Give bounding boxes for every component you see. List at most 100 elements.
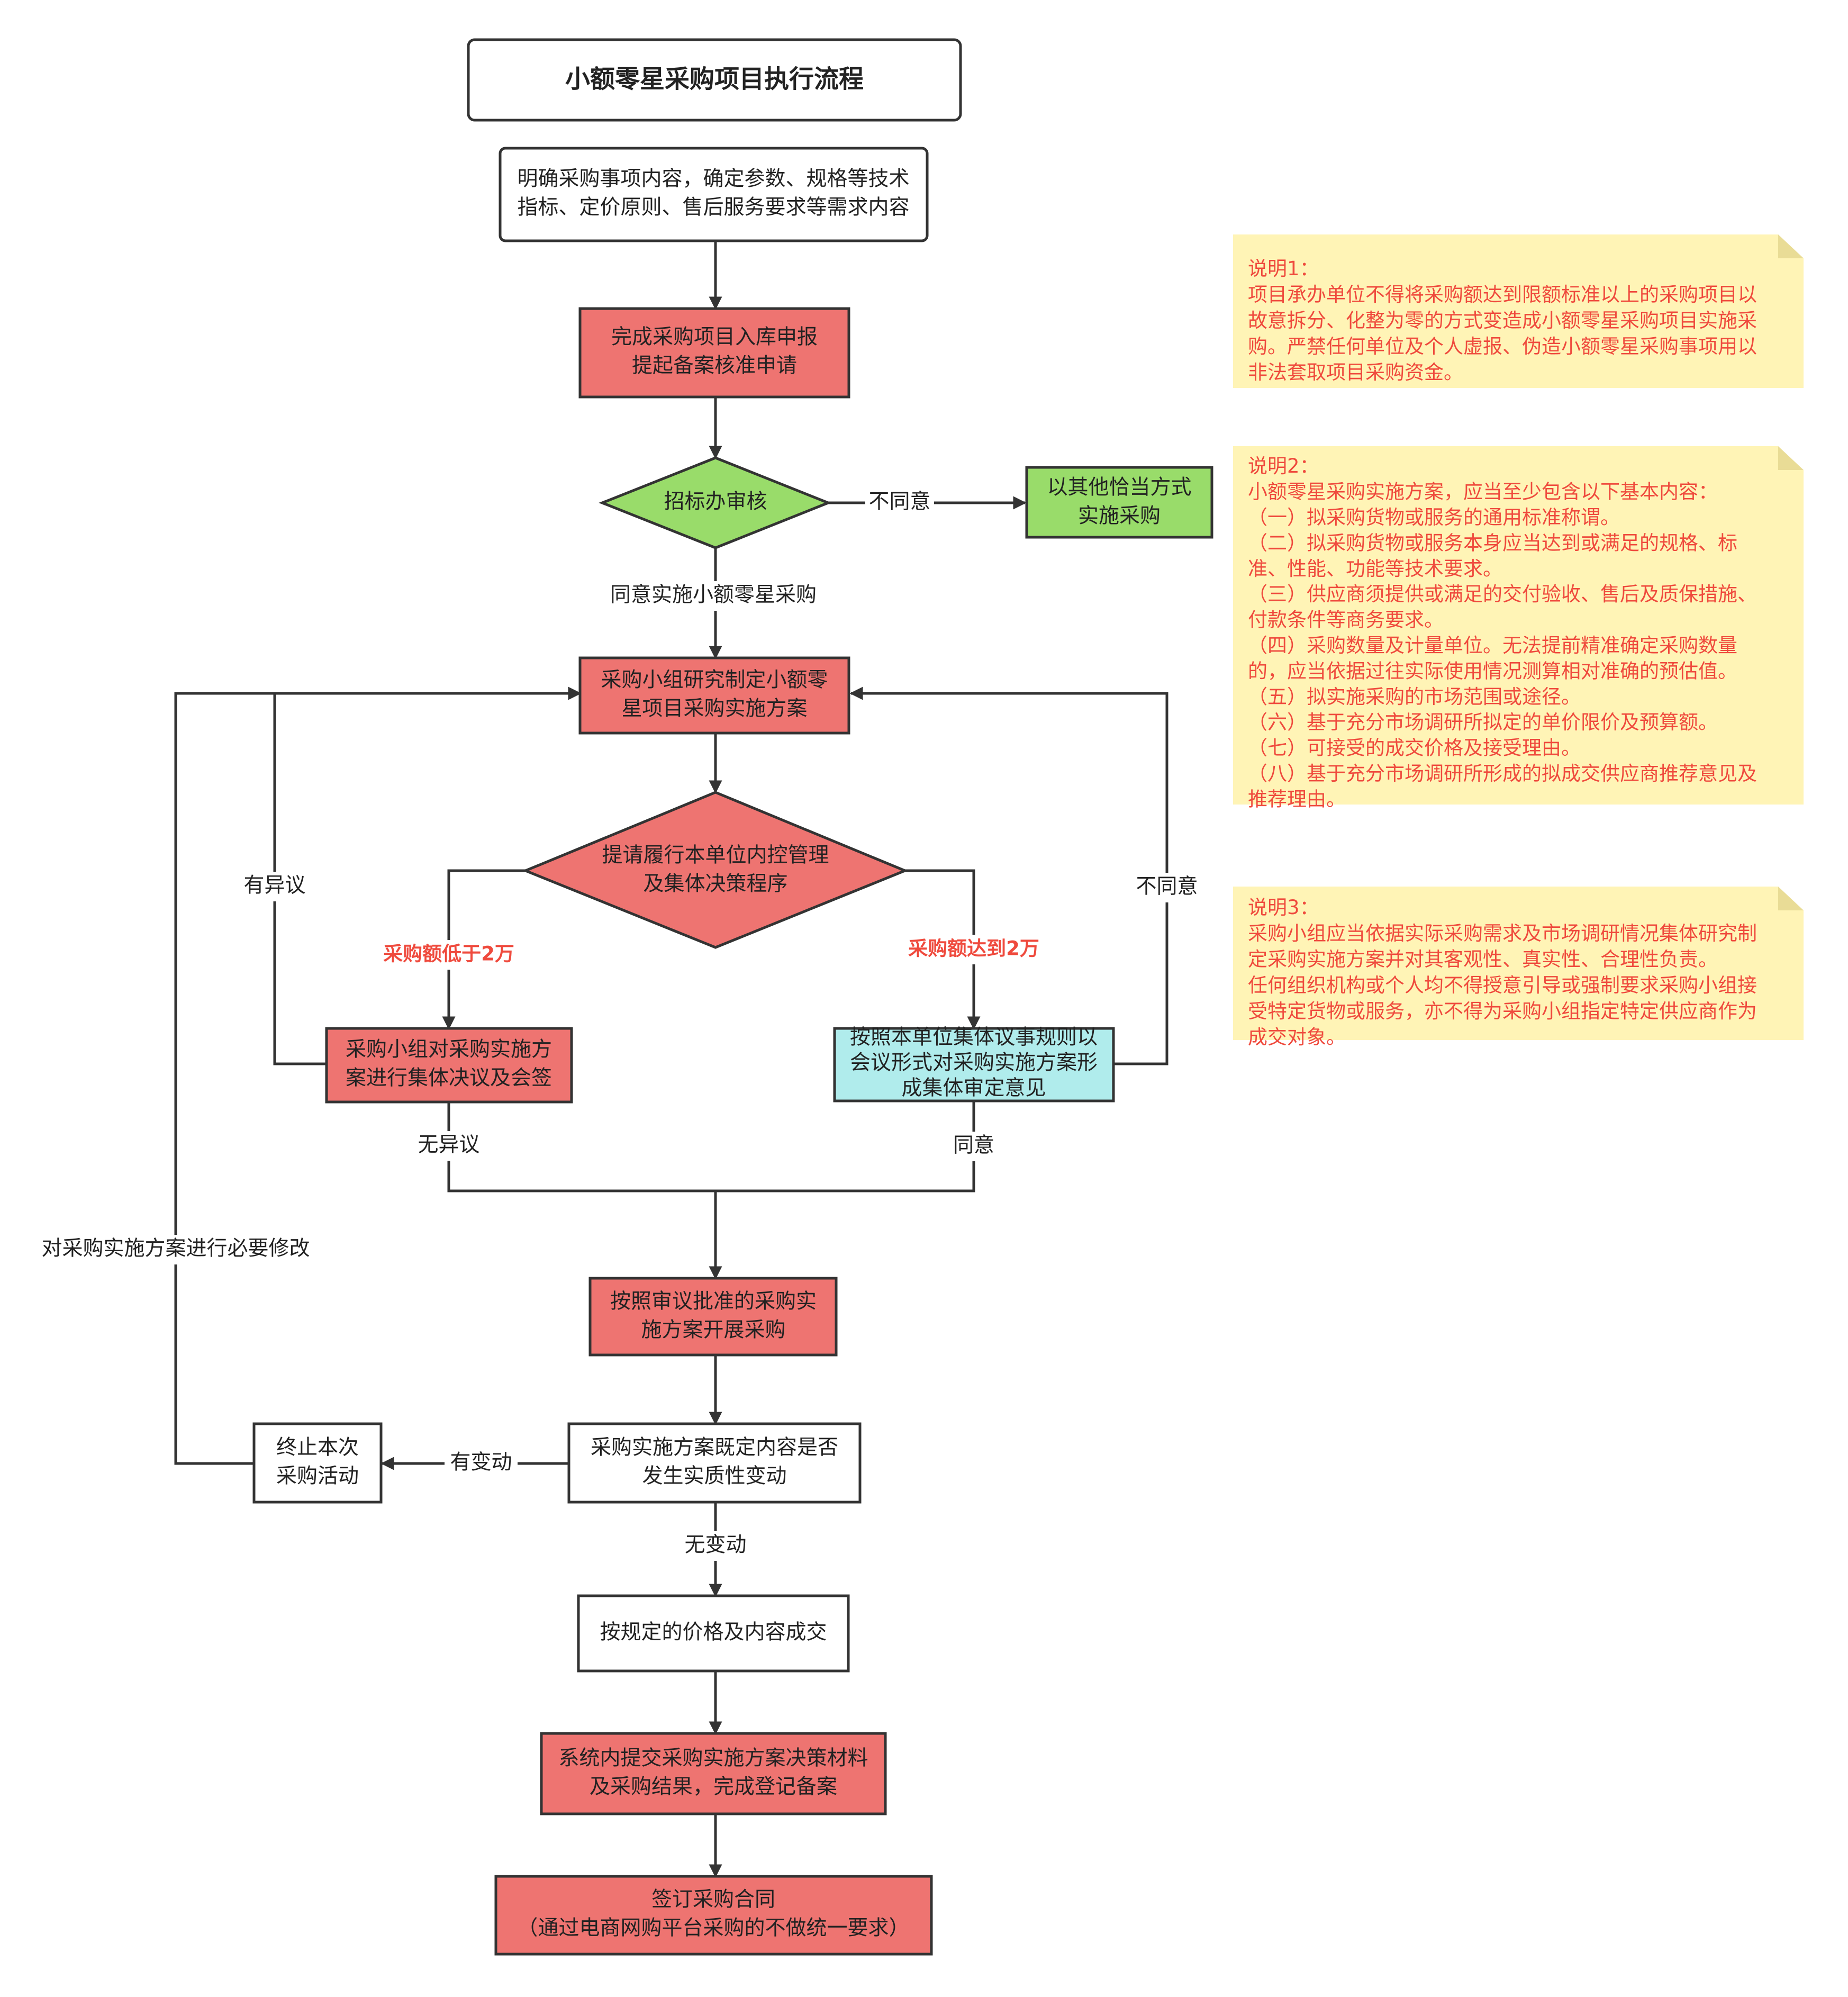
node-line: 实施采购 [1078,504,1161,528]
edge-meeting-disagree [849,686,1168,1065]
note-line: 故意拆分、化整为零的方式变造成小额零星采购项目实施采 [1248,309,1757,332]
decision-material-change[interactable]: 采购实施方案既定内容是否发生实质性变动 [567,1422,862,1504]
node-line: 签订采购合同 [651,1888,775,1912]
node-line: 发生实质性变动 [642,1465,786,1488]
step-draft-plan[interactable]: 采购小组研究制定小额零星项目采购实施方案 [578,656,850,735]
edge-decision2-meeting [905,869,981,1030]
notes: 说明1： 项目承办单位不得将采购额达到限额标准以上的采购项目以故意拆分、化整为零的… [1233,234,1804,1049]
node-line: 会议形式对采购实施方案形 [850,1051,1098,1075]
step-sign-contract[interactable]: 签订采购合同 （通过电商网购平台采购的不做统一要求） [494,1875,933,1956]
node-line: 星项目采购实施方案 [621,697,807,721]
label-has-change: 有变动 [450,1451,512,1475]
node-line: 完成采购项目入库申报 [611,326,818,349]
node-line: 及集体决策程序 [643,872,787,896]
note-line: 付款条件等商务要求。 [1248,609,1444,631]
label-necessary-modification: 对采购实施方案进行必要修改 [41,1237,310,1261]
page-title: 小额零星采购项目执行流程 [565,65,864,94]
node-line: 指标、定价原则、售后服务要求等需求内容 [517,196,909,220]
node-line: 终止本次 [276,1436,359,1460]
step-register-filing[interactable]: 完成采购项目入库申报提起备案核准申请 [578,307,850,399]
note-2-text: 说明2： 小额零星采购实施方案，应当至少包含以下基本内容： （一）拟采购货物或服务的… [1248,455,1757,810]
node-line: 成集体审定意见 [901,1077,1046,1100]
node-line: 以其他恰当方式 [1047,476,1191,500]
node-line: 系统内提交采购实施方案决策材料 [558,1747,868,1770]
step-group-resolution-text: 采购小组对采购实施方案进行集体决议及会签 [346,1038,552,1090]
note-line: （八）基于充分市场调研所形成的拟成交供应商推荐意见及 [1248,762,1757,785]
decision-material-change-text: 采购实施方案既定内容是否发生实质性变动 [591,1436,838,1488]
node-line: 按照本单位集体议事规则以 [850,1026,1098,1050]
node-line: 案进行集体决议及会签 [346,1067,552,1090]
step-execute-purchase[interactable]: 按照审议批准的采购实施方案开展采购 [588,1277,838,1357]
edge-decision2-group [442,869,526,1030]
title-box: 小额零星采购项目执行流程 [467,38,962,122]
node-line: 招标办审核 [664,490,767,514]
note-2: 说明2： 小额零星采购实施方案，应当至少包含以下基本内容： （一）拟采购货物或服务的… [1233,446,1804,810]
note-line: 说明2： [1248,455,1319,477]
node-line: 提请履行本单位内控管理 [602,844,829,868]
node-line: 明确采购事项内容，确定参数、规格等技术 [517,167,909,191]
step-alternative-method[interactable]: 以其他恰当方式实施采购 [1025,466,1213,539]
note-line: 成交对象。 [1248,1026,1346,1049]
edge-labels: 不同意 同意实施小额零星采购 有异议 不同意 采购额低于2万 采购额达到2万 无… [38,488,1203,1561]
note-line: 说明1： [1248,257,1319,280]
step-submit-records[interactable]: 系统内提交采购实施方案决策材料及采购结果，完成登记备案 [540,1732,887,1815]
step-terminate-purchase-text: 终止本次采购活动 [276,1436,359,1488]
step-collective-meeting-text: 按照本单位集体议事规则以会议形式对采购实施方案形成集体审定意见 [850,1026,1098,1100]
step-close-deal[interactable]: 按规定的价格及内容成交 [577,1594,850,1673]
nodes: 明确采购事项内容，确定参数、规格等技术指标、定价原则、售后服务要求等需求内容 完… [252,147,1213,1956]
decision-bidding-office-review[interactable]: 招标办审核 [599,456,832,549]
note-1: 说明1： 项目承办单位不得将采购额达到限额标准以上的采购项目以故意拆分、化整为零的… [1233,234,1804,388]
note-line: 准、性能、功能等技术要求。 [1248,557,1502,580]
note-1-text: 说明1： 项目承办单位不得将采购额达到限额标准以上的采购项目以故意拆分、化整为零的… [1248,257,1757,384]
step-terminate-purchase[interactable]: 终止本次采购活动 [252,1422,383,1504]
step-execute-purchase-text: 按照审议批准的采购实施方案开展采购 [610,1290,817,1342]
label-disagree-2: 不同意 [1136,875,1198,899]
note-line: 项目承办单位不得将采购额达到限额标准以上的采购项目以 [1248,283,1757,306]
label-agree-small-purchase: 同意实施小额零星采购 [610,583,817,607]
note-3-text: 说明3：采购小组应当依据实际采购需求及市场调研情况集体研究制定采购实施方案并对其… [1248,896,1757,1049]
step-register-filing-text: 完成采购项目入库申报提起备案核准申请 [611,326,818,378]
step-group-resolution[interactable]: 采购小组对采购实施方案进行集体决议及会签 [325,1027,573,1104]
node-line: 及采购结果，完成登记备案 [590,1775,837,1799]
label-no-objection: 无异议 [418,1133,479,1157]
decision-internal-control[interactable]: 提请履行本单位内控管理及集体决策程序 [522,791,909,949]
note-line: （二）拟采购货物或服务本身应当达到或满足的规格、标 [1248,531,1737,554]
note-line: （一）拟采购货物或服务的通用标准称谓。 [1248,506,1620,529]
note-line: （七）可接受的成交价格及接受理由。 [1248,737,1581,760]
note-line: 推荐理由。 [1248,788,1346,810]
edge-group-merge [447,1101,975,1192]
node-line: 提起备案核准申请 [632,354,797,378]
label-disagree-1: 不同意 [868,490,930,514]
note-line: 购。严禁任何单位及个人虚报、伪造小额零星采购事项用以 [1248,335,1757,358]
note-line: （四）采购数量及计量单位。无法提前精准确定采购数量 [1248,634,1737,657]
label-reach-20k: 采购额达到2万 [908,937,1039,960]
edge-group-objection [273,686,582,1065]
note-line: 任何组织机构或个人均不得授意引导或强制要求采购小组接 [1248,974,1757,997]
step-sign-contract-text: 签订采购合同 （通过电商网购平台采购的不做统一要求） [517,1888,909,1940]
label-below-20k: 采购额低于2万 [383,943,514,965]
node-line: 采购小组研究制定小额零 [601,668,828,692]
note-line: （三）供应商须提供或满足的交付验收、售后及质保措施、 [1248,583,1757,606]
note-line: 的，应当依据过往实际使用情况测算相对准确的预估值。 [1248,659,1737,682]
label-agree-2: 同意 [953,1134,994,1158]
node-line: 采购小组对采购实施方 [346,1038,552,1062]
note-line: 采购小组应当依据实际采购需求及市场调研情况集体研究制 [1248,922,1757,945]
note-line: 受特定货物或服务，亦不得为采购小组指定特定供应商作为 [1248,1000,1757,1023]
node-line: （通过电商网购平台采购的不做统一要求） [517,1917,909,1940]
step-collective-meeting[interactable]: 按照本单位集体议事规则以会议形式对采购实施方案形成集体审定意见 [833,1026,1115,1103]
note-3: 说明3：采购小组应当依据实际采购需求及市场调研情况集体研究制定采购实施方案并对其… [1233,887,1804,1049]
node-line: 施方案开展采购 [641,1318,785,1342]
step-define-requirements-text: 明确采购事项内容，确定参数、规格等技术指标、定价原则、售后服务要求等需求内容 [517,167,909,220]
note-line: 非法套取项目采购资金。 [1248,361,1463,384]
node-line: 采购活动 [276,1465,359,1488]
label-no-change: 无变动 [684,1533,746,1557]
step-define-requirements[interactable]: 明确采购事项内容，确定参数、规格等技术指标、定价原则、售后服务要求等需求内容 [499,147,929,242]
note-line: （五）拟实施采购的市场范围或途径。 [1248,685,1581,708]
label-objection: 有异议 [243,874,305,898]
edge-terminate-modify [174,686,582,1465]
note-line: 说明3： [1248,896,1319,919]
node-line: 按规定的价格及内容成交 [600,1621,827,1644]
note-line: 小额零星采购实施方案，应当至少包含以下基本内容： [1248,481,1718,503]
note-line: （六）基于充分市场调研所拟定的单价限价及预算额。 [1248,711,1718,734]
